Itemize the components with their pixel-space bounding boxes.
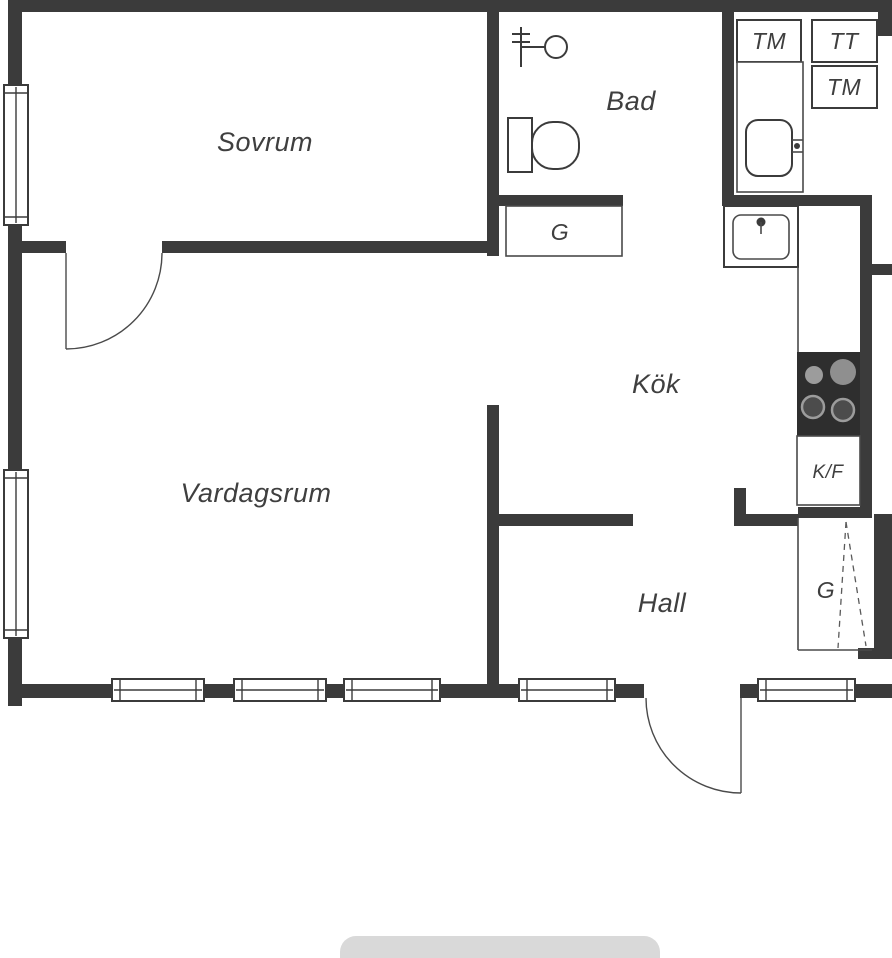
washbasin-icon xyxy=(736,61,804,193)
wardrobe-icon: G xyxy=(797,518,872,651)
window-icon xyxy=(233,678,327,702)
room-label-sovrum: Sovrum xyxy=(217,127,313,157)
stove-icon xyxy=(797,352,860,436)
wall-segment xyxy=(487,0,499,256)
window-icon xyxy=(111,678,205,702)
wall-segment xyxy=(499,195,623,206)
windows xyxy=(3,84,856,702)
room-label-vardagsrum: Vardagsrum xyxy=(180,478,331,508)
room-labels: Sovrum Bad Kök Vardagsrum Hall xyxy=(180,86,686,618)
wall-segment xyxy=(487,405,499,698)
laundry-appliances: TM TT TM xyxy=(736,19,878,193)
bathroom-fixtures xyxy=(507,27,580,173)
toilet-icon xyxy=(507,117,580,173)
wall-segment xyxy=(162,241,499,253)
washing-machine-label: TM xyxy=(752,28,787,54)
door-swing-icon xyxy=(645,697,742,794)
wall-segment xyxy=(8,0,892,12)
wall-segment xyxy=(734,514,798,526)
washing-machine-box: TM xyxy=(811,65,878,109)
wardrobes: G G xyxy=(505,205,872,651)
bottom-sheet[interactable] xyxy=(340,936,660,958)
wall-segment xyxy=(499,514,633,526)
fridge-freezer-label: K/F xyxy=(812,462,844,483)
wall-segment xyxy=(722,195,872,206)
wardrobe-label: G xyxy=(817,577,835,603)
wall-segment xyxy=(874,514,892,658)
wall-segment xyxy=(872,264,892,275)
window-icon xyxy=(3,469,29,639)
window-icon xyxy=(518,678,616,702)
wall-segment xyxy=(722,0,734,206)
door-swing-icon xyxy=(65,252,163,350)
shower-mixer-icon xyxy=(512,27,568,67)
doors xyxy=(65,252,742,794)
wall-segment xyxy=(798,507,872,518)
kitchen-fixtures: K/F xyxy=(723,205,861,506)
washing-machine-box: TM xyxy=(736,19,802,63)
washing-machine-label: TM xyxy=(827,74,862,100)
window-icon xyxy=(3,84,29,226)
wardrobe-label: G xyxy=(551,219,569,245)
window-icon xyxy=(757,678,856,702)
window-icon xyxy=(343,678,441,702)
wall-segment xyxy=(878,0,892,36)
room-label-bad: Bad xyxy=(606,86,656,116)
wall-segment xyxy=(860,195,872,507)
fridge-freezer-box: K/F xyxy=(796,435,861,506)
room-label-kok: Kök xyxy=(632,369,681,399)
wardrobe-icon: G xyxy=(505,205,623,257)
kitchen-sink-icon xyxy=(723,205,799,268)
wall-segment xyxy=(22,241,66,253)
room-label-hall: Hall xyxy=(638,588,687,618)
tumble-dryer-label: TT xyxy=(829,28,860,54)
tumble-dryer-box: TT xyxy=(811,19,878,63)
wall-segment xyxy=(858,648,892,659)
